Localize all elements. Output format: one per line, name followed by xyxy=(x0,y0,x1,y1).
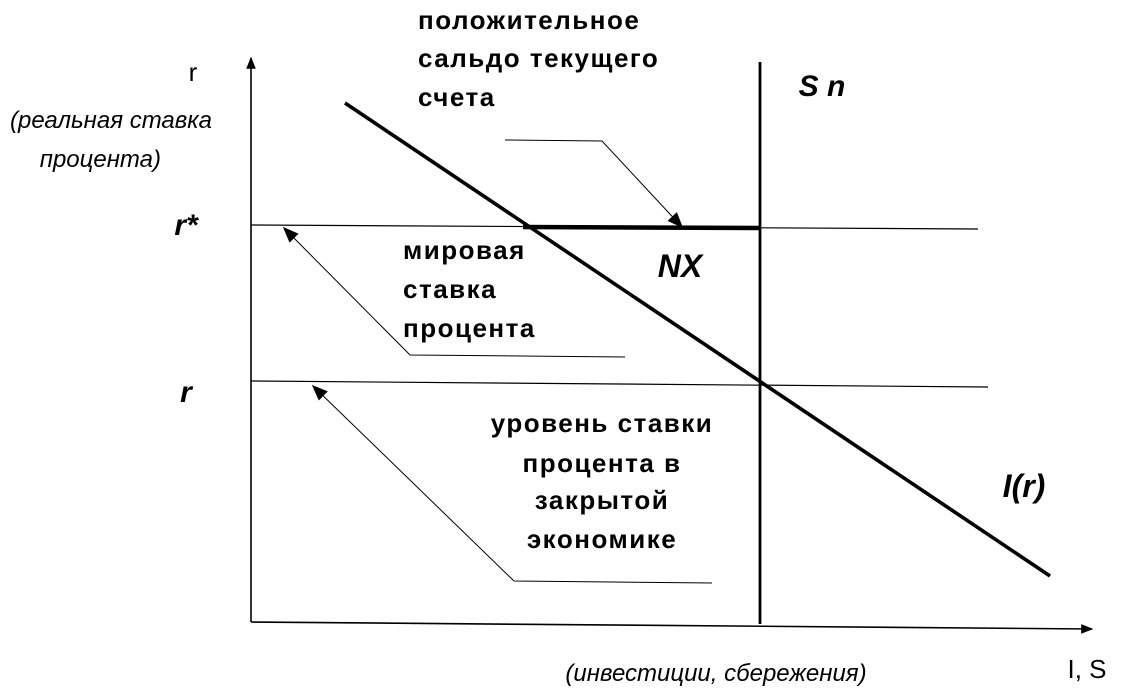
investment-label: I(r) xyxy=(1003,468,1046,504)
closed-rate-line xyxy=(250,380,989,388)
x-axis xyxy=(250,621,1094,634)
world-rate-label: r* xyxy=(174,209,199,242)
savings-label: S n xyxy=(799,70,846,103)
annotation-closed-rate-line3: закрытой xyxy=(535,485,669,515)
pointer-world-rate xyxy=(282,226,626,358)
annotation-world-rate-line1: мировая xyxy=(403,235,526,265)
annotation-world-rate-line3: процента xyxy=(403,313,536,343)
x-axis-symbol: I, S xyxy=(1067,654,1106,684)
annotation-current-account-line2: сальдо текущего xyxy=(418,43,659,73)
pointer-closed-rate xyxy=(311,384,713,584)
annotation-current-account-line3: счета xyxy=(418,82,496,112)
annotation-world-rate-line2: ставка xyxy=(403,274,497,304)
y-axis-title-line2: процента) xyxy=(40,146,161,173)
x-axis-title: (инвестиции, сбережения) xyxy=(565,660,866,687)
nx-gap-segment xyxy=(522,224,761,231)
annotation-closed-rate-line2: процента в xyxy=(522,448,681,478)
nx-label: NX xyxy=(658,248,704,284)
y-axis-title-line1: (реальная ставка xyxy=(10,107,212,134)
annotation-current-account-line1: положительное xyxy=(418,5,640,35)
annotation-closed-rate-line1: уровень ставки xyxy=(491,408,714,438)
closed-rate-label: r xyxy=(180,376,194,409)
annotation-closed-rate-line4: экономике xyxy=(527,524,677,554)
y-axis-symbol: r xyxy=(189,57,198,87)
investment-curve xyxy=(343,101,1052,578)
pointer-current-account xyxy=(504,139,684,229)
